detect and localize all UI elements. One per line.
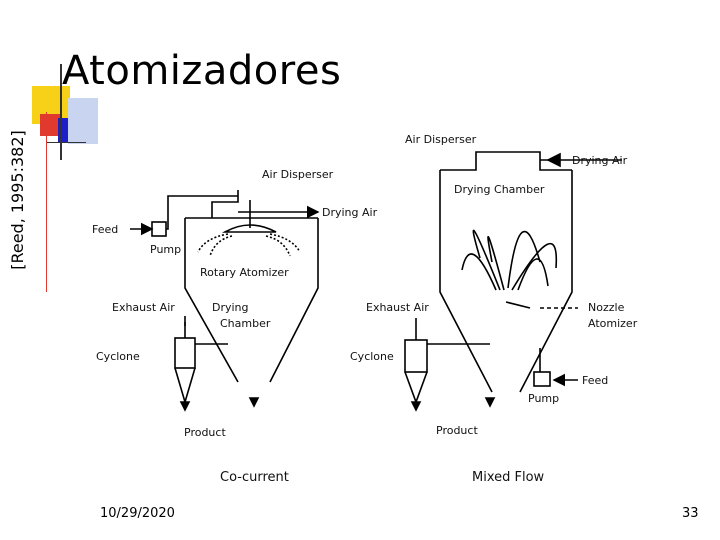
slide-date: 10/29/2020 bbox=[100, 506, 175, 521]
right-air-disperser-label: Air Disperser bbox=[405, 133, 477, 146]
left-rotary-atomizer bbox=[221, 224, 277, 233]
right-cyclone-label: Cyclone bbox=[350, 350, 394, 363]
left-drying-air-label: Drying Air bbox=[322, 206, 378, 219]
left-rotary-atomizer-label: Rotary Atomizer bbox=[200, 266, 289, 279]
left-cyclone-label: Cyclone bbox=[96, 350, 140, 363]
right-atomizer-label: Atomizer bbox=[588, 317, 638, 330]
left-cyclone bbox=[174, 337, 196, 369]
right-exhaust-air-label: Exhaust Air bbox=[366, 301, 429, 314]
left-air-disperser-duct bbox=[211, 190, 239, 218]
slide-title: Atomizadores bbox=[62, 48, 342, 94]
left-chamber-label: Chamber bbox=[220, 317, 271, 330]
horizontal-accent-line bbox=[46, 142, 86, 143]
right-drying-air-label: Drying Air bbox=[572, 154, 628, 167]
left-air-disperser-label: Air Disperser bbox=[262, 168, 334, 181]
left-product-label: Product bbox=[184, 426, 226, 439]
red-square bbox=[40, 114, 62, 136]
right-chamber-top bbox=[440, 151, 572, 171]
right-drying-chamber-label: Drying Chamber bbox=[454, 183, 545, 196]
left-drying-label: Drying bbox=[212, 301, 249, 314]
left-chamber-body bbox=[184, 218, 319, 383]
vertical-accent-line bbox=[60, 64, 62, 160]
left-exhaust-air-label: Exhaust Air bbox=[112, 301, 175, 314]
right-chamber-body bbox=[439, 170, 573, 393]
page-number: 33 bbox=[682, 506, 699, 521]
right-pump-label: Pump bbox=[528, 392, 559, 405]
left-caption: Co-current bbox=[220, 470, 289, 485]
left-pump bbox=[151, 221, 167, 237]
right-nozzle-label: Nozzle bbox=[588, 301, 625, 314]
light-blue-square bbox=[68, 98, 98, 144]
left-pump-label: Pump bbox=[150, 243, 181, 256]
left-feed-label: Feed bbox=[92, 223, 118, 236]
citation-rule bbox=[46, 112, 47, 292]
right-cyclone bbox=[404, 339, 428, 373]
right-feed-label: Feed bbox=[582, 374, 608, 387]
right-pump bbox=[533, 371, 551, 387]
right-caption: Mixed Flow bbox=[472, 470, 545, 485]
right-product-label: Product bbox=[436, 424, 478, 437]
